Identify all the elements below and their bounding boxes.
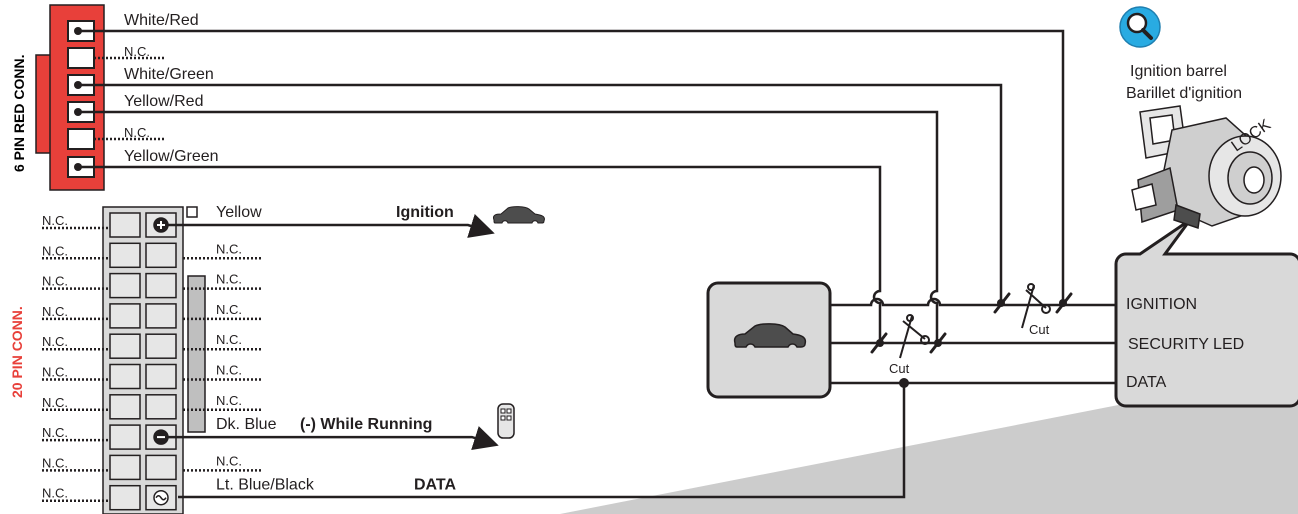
- cell-left: [109, 242, 141, 269]
- cell-right: [145, 272, 177, 299]
- six-pin-wire-label: N.C.: [124, 44, 150, 59]
- module-line-security-led: SECURITY LED: [1128, 336, 1244, 353]
- right-nc-label: N.C.: [216, 241, 242, 256]
- cell-left: [109, 212, 141, 238]
- cell-left: [109, 454, 141, 481]
- floor-shadow: [560, 370, 1298, 514]
- right-nc-label: N.C.: [216, 393, 242, 408]
- right-nc-label: N.C.: [216, 453, 242, 468]
- function-label: DATA: [414, 477, 457, 494]
- car-icon: [733, 323, 807, 348]
- cell-right: [145, 454, 177, 481]
- cell-left: [109, 363, 141, 390]
- cell-right: [145, 242, 177, 269]
- six-pin-label: 6 PIN RED CONN.: [11, 55, 27, 172]
- cell-left: [109, 424, 141, 450]
- left-nc-label: N.C.: [42, 365, 68, 380]
- six-pin-wire-label: N.C.: [124, 125, 150, 140]
- ignition-module: [1114, 218, 1298, 408]
- data-junction: [899, 378, 909, 388]
- right-nc-label: N.C.: [216, 302, 242, 317]
- six-pin-wire-label: Yellow/Red: [124, 93, 203, 110]
- car-icon: [493, 206, 545, 224]
- cut-label-1: Cut: [1029, 322, 1050, 337]
- six-pin-wires: [78, 29, 1065, 343]
- six-pin-wire-label: White/Green: [124, 66, 214, 83]
- cell-left: [109, 272, 141, 299]
- scissors-icon: [899, 314, 930, 359]
- function-label: (-) While Running: [300, 416, 432, 433]
- cell-left: [109, 484, 141, 511]
- vehicle-box: [706, 281, 832, 399]
- twenty-pin-label: 20 PIN CONN.: [9, 306, 25, 398]
- right-nc-label: N.C.: [216, 272, 242, 287]
- right-wire-label: Dk. Blue: [216, 416, 277, 433]
- left-nc-label: N.C.: [42, 243, 68, 258]
- six-pin-cell: [67, 128, 165, 150]
- cell-right: [145, 303, 177, 329]
- cell-left: [109, 303, 141, 329]
- left-nc-label: N.C.: [42, 455, 68, 470]
- six-pin-wire-label: Yellow/Green: [124, 148, 219, 165]
- remote-icon: [497, 403, 515, 439]
- ignition-barrel-label-fr: Barillet d'ignition: [1126, 85, 1242, 102]
- left-nc-label: N.C.: [42, 213, 68, 228]
- function-label: Ignition: [396, 204, 454, 221]
- cell-right: [145, 333, 177, 359]
- left-nc-label: N.C.: [42, 334, 68, 349]
- magnifier-icon: [1119, 6, 1161, 48]
- six-pin-connector: White/RedN.C.White/GreenYellow/RedN.C.Ye…: [35, 4, 219, 191]
- left-nc-label: N.C.: [42, 274, 68, 289]
- six-pin-wire-label: White/Red: [124, 12, 199, 29]
- module-line-data: DATA: [1126, 374, 1167, 391]
- cell-left: [109, 333, 141, 359]
- left-nc-label: N.C.: [42, 486, 68, 501]
- twenty-pin-connector: [102, 206, 206, 514]
- ignition-barrel-illustration: [1131, 105, 1282, 229]
- ignition-barrel-label-en: Ignition barrel: [1130, 63, 1227, 80]
- scissors-icon: [1021, 283, 1051, 329]
- left-nc-label: N.C.: [42, 425, 68, 440]
- cell-right: [145, 394, 177, 420]
- cut-label-2: Cut: [889, 361, 910, 376]
- right-nc-label: N.C.: [216, 363, 242, 378]
- six-pin-cell: [67, 47, 165, 69]
- left-nc-label: N.C.: [42, 304, 68, 319]
- cell-right: [145, 363, 177, 390]
- cell-left: [109, 394, 141, 420]
- right-wire-label: Lt. Blue/Black: [216, 477, 315, 494]
- left-nc-label: N.C.: [42, 395, 68, 410]
- right-wire-label: Yellow: [216, 204, 262, 221]
- module-line-ignition: IGNITION: [1126, 296, 1197, 313]
- right-nc-label: N.C.: [216, 332, 242, 347]
